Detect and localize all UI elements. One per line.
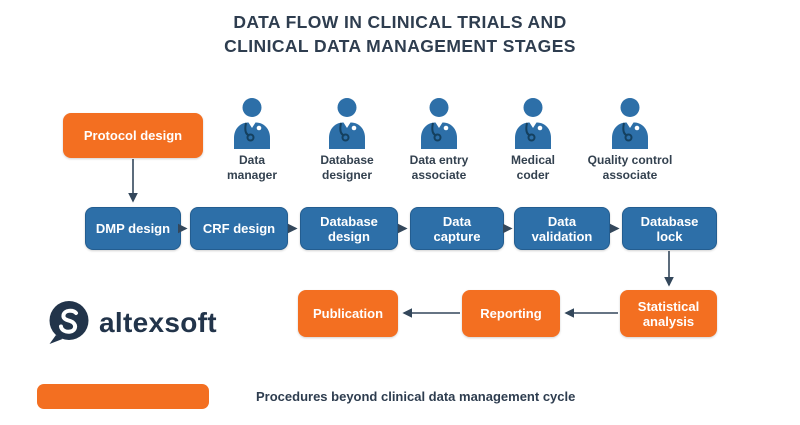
- box-label: Protocol design: [83, 128, 183, 143]
- box-label-line: Publication: [312, 306, 384, 321]
- stage-label-line: design: [328, 228, 370, 244]
- stage-label-line: Data: [442, 213, 472, 229]
- stage-label-line: capture: [433, 228, 481, 244]
- stage-crf-design: CRF design: [190, 207, 288, 250]
- box-label-line: Statistical: [637, 298, 700, 314]
- box-reporting: Reporting: [462, 290, 560, 337]
- stage-label-line: Database: [320, 213, 378, 229]
- person-stethoscope-icon: [329, 98, 365, 149]
- title-line-1: DATA FLOW IN CLINICAL TRIALS AND: [233, 12, 567, 32]
- stage-data-validation: Data validation: [514, 207, 610, 250]
- altexsoft-logo-text: altexsoft: [99, 306, 217, 338]
- page-title: DATA FLOW IN CLINICAL TRIALS AND CLINICA…: [0, 10, 800, 58]
- role-label: Database designer: [285, 153, 409, 183]
- box-statistical-analysis: Statistical analysis: [620, 290, 717, 337]
- stage-database-lock: Database lock: [622, 207, 717, 250]
- role-label: Quality control associate: [568, 153, 692, 183]
- role-label: Medical coder: [471, 153, 595, 183]
- stage-label-line: lock: [656, 228, 683, 244]
- stage-label-line: Database: [640, 213, 699, 229]
- person-stethoscope-icon: [421, 98, 457, 149]
- altexsoft-logo: altexsoft: [46, 299, 217, 346]
- box-protocol-design: Protocol design: [63, 113, 203, 158]
- role-label-line: coder: [516, 168, 550, 182]
- stage-dmp-design: DMP design: [85, 207, 181, 250]
- stage-label-line: validation: [531, 228, 593, 244]
- legend-label: Procedures beyond clinical data manageme…: [256, 389, 576, 404]
- role-label-line: associate: [602, 168, 658, 182]
- role-label-line: Data entry: [409, 153, 469, 167]
- role-quality-control-associate: Quality control associate: [568, 97, 692, 183]
- box-publication: Publication: [298, 290, 398, 337]
- role-medical-coder: Medical coder: [471, 97, 595, 183]
- stage-label-line: Data: [547, 213, 577, 229]
- stage-label-line: CRF design: [202, 221, 276, 236]
- altexsoft-logo-icon: [49, 301, 89, 344]
- role-label-line: designer: [321, 168, 372, 182]
- stage-label-line: DMP design: [95, 221, 171, 236]
- legend-orange-swatch: [37, 384, 209, 409]
- stage-database-design: Database design: [300, 207, 398, 250]
- role-label-line: manager: [226, 168, 278, 182]
- title-line-2: CLINICAL DATA MANAGEMENT STAGES: [224, 36, 576, 56]
- person-stethoscope-icon: [612, 98, 648, 149]
- box-label-line: analysis: [642, 313, 695, 329]
- role-label-line: Database: [320, 153, 374, 167]
- role-label-line: Medical: [510, 153, 555, 167]
- role-label: Data entry associate: [377, 153, 501, 183]
- role-database-designer: Database designer: [285, 97, 409, 183]
- role-data-manager: Data manager: [190, 97, 314, 183]
- box-label-line: Reporting: [480, 306, 542, 321]
- person-stethoscope-icon: [515, 98, 551, 149]
- role-label: Data manager: [190, 153, 314, 183]
- role-label-line: Quality control: [587, 153, 673, 167]
- person-stethoscope-icon: [234, 98, 270, 149]
- stage-data-capture: Data capture: [410, 207, 504, 250]
- role-label-line: Data: [238, 153, 265, 167]
- role-label-line: associate: [411, 168, 467, 182]
- role-data-entry-associate: Data entry associate: [377, 97, 501, 183]
